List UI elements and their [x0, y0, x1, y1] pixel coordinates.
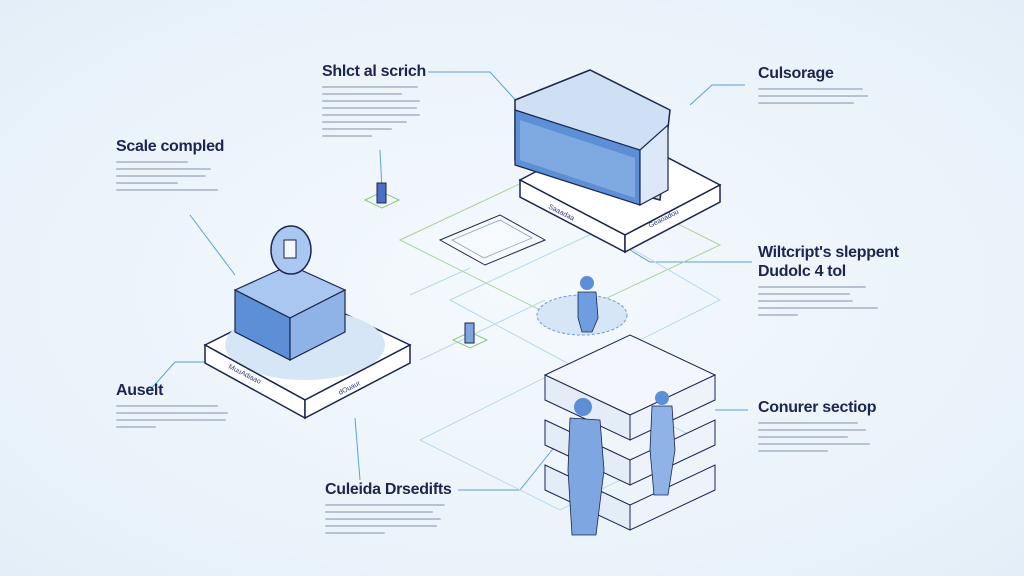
coin-icon: [270, 225, 312, 275]
callout-title: Conurer sectiop: [758, 399, 877, 416]
callout-right-middle: Wiltcript's sleppent Dudolc 4 tol: [758, 243, 908, 321]
callout-title-line2: Dudolc 4 tol: [758, 263, 846, 280]
callout-body: [116, 405, 236, 428]
callout-right-lower: Conurer sectiop: [758, 398, 888, 457]
callout-right-upper: Culsorage: [758, 64, 878, 109]
callout-body: [116, 161, 236, 191]
user-figure-right: [649, 391, 676, 496]
callout-body: [758, 88, 878, 104]
callout-title: Auselt: [116, 382, 164, 399]
callout-title: Shlct al scrich: [322, 63, 426, 80]
callout-title: Wiltcript's sleppent: [758, 244, 899, 261]
callout-body: [325, 504, 465, 534]
callout-body: [322, 86, 432, 137]
chip-device-top: [363, 182, 401, 209]
callout-left-upper: Scale compled: [116, 137, 236, 196]
callout-left-lower: Auselt: [116, 381, 236, 433]
user-figure-center: [536, 276, 628, 336]
callout-body: [758, 422, 888, 452]
connector-lines: [149, 71, 752, 491]
storage-server-device: Saaadaa Geaoadou: [514, 69, 722, 254]
callout-title: Culeida Drsedifts: [325, 481, 452, 498]
callout-body: [758, 286, 908, 316]
callout-title: Scale compled: [116, 138, 225, 155]
callout-title: Culsorage: [758, 65, 834, 82]
callout-top-center: Shlct al scrich: [322, 62, 432, 142]
callout-bottom-center: Culeida Drsedifts: [325, 480, 465, 539]
document-panel: [438, 214, 547, 266]
chip-device-middle: [451, 322, 489, 349]
left-platform-device: MuuAdiaao dOuaur: [203, 264, 412, 420]
user-figure-left: [567, 398, 605, 536]
